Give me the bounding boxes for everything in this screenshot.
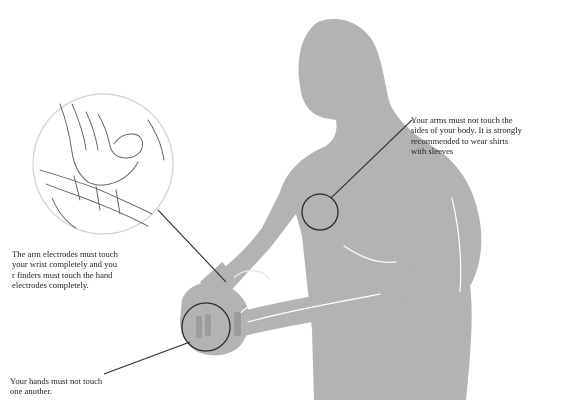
- wrist-detail-magnifier: [33, 94, 173, 234]
- arms-instruction-text: Your arms must not touch the sides of yo…: [411, 115, 566, 157]
- person-silhouette: [180, 19, 481, 400]
- electrodes-instruction-text: The arm electrodes must touch your wrist…: [12, 249, 177, 291]
- hands-instruction-text: Your hands must not touch one another.: [10, 376, 180, 397]
- hands-leader-line: [104, 342, 190, 374]
